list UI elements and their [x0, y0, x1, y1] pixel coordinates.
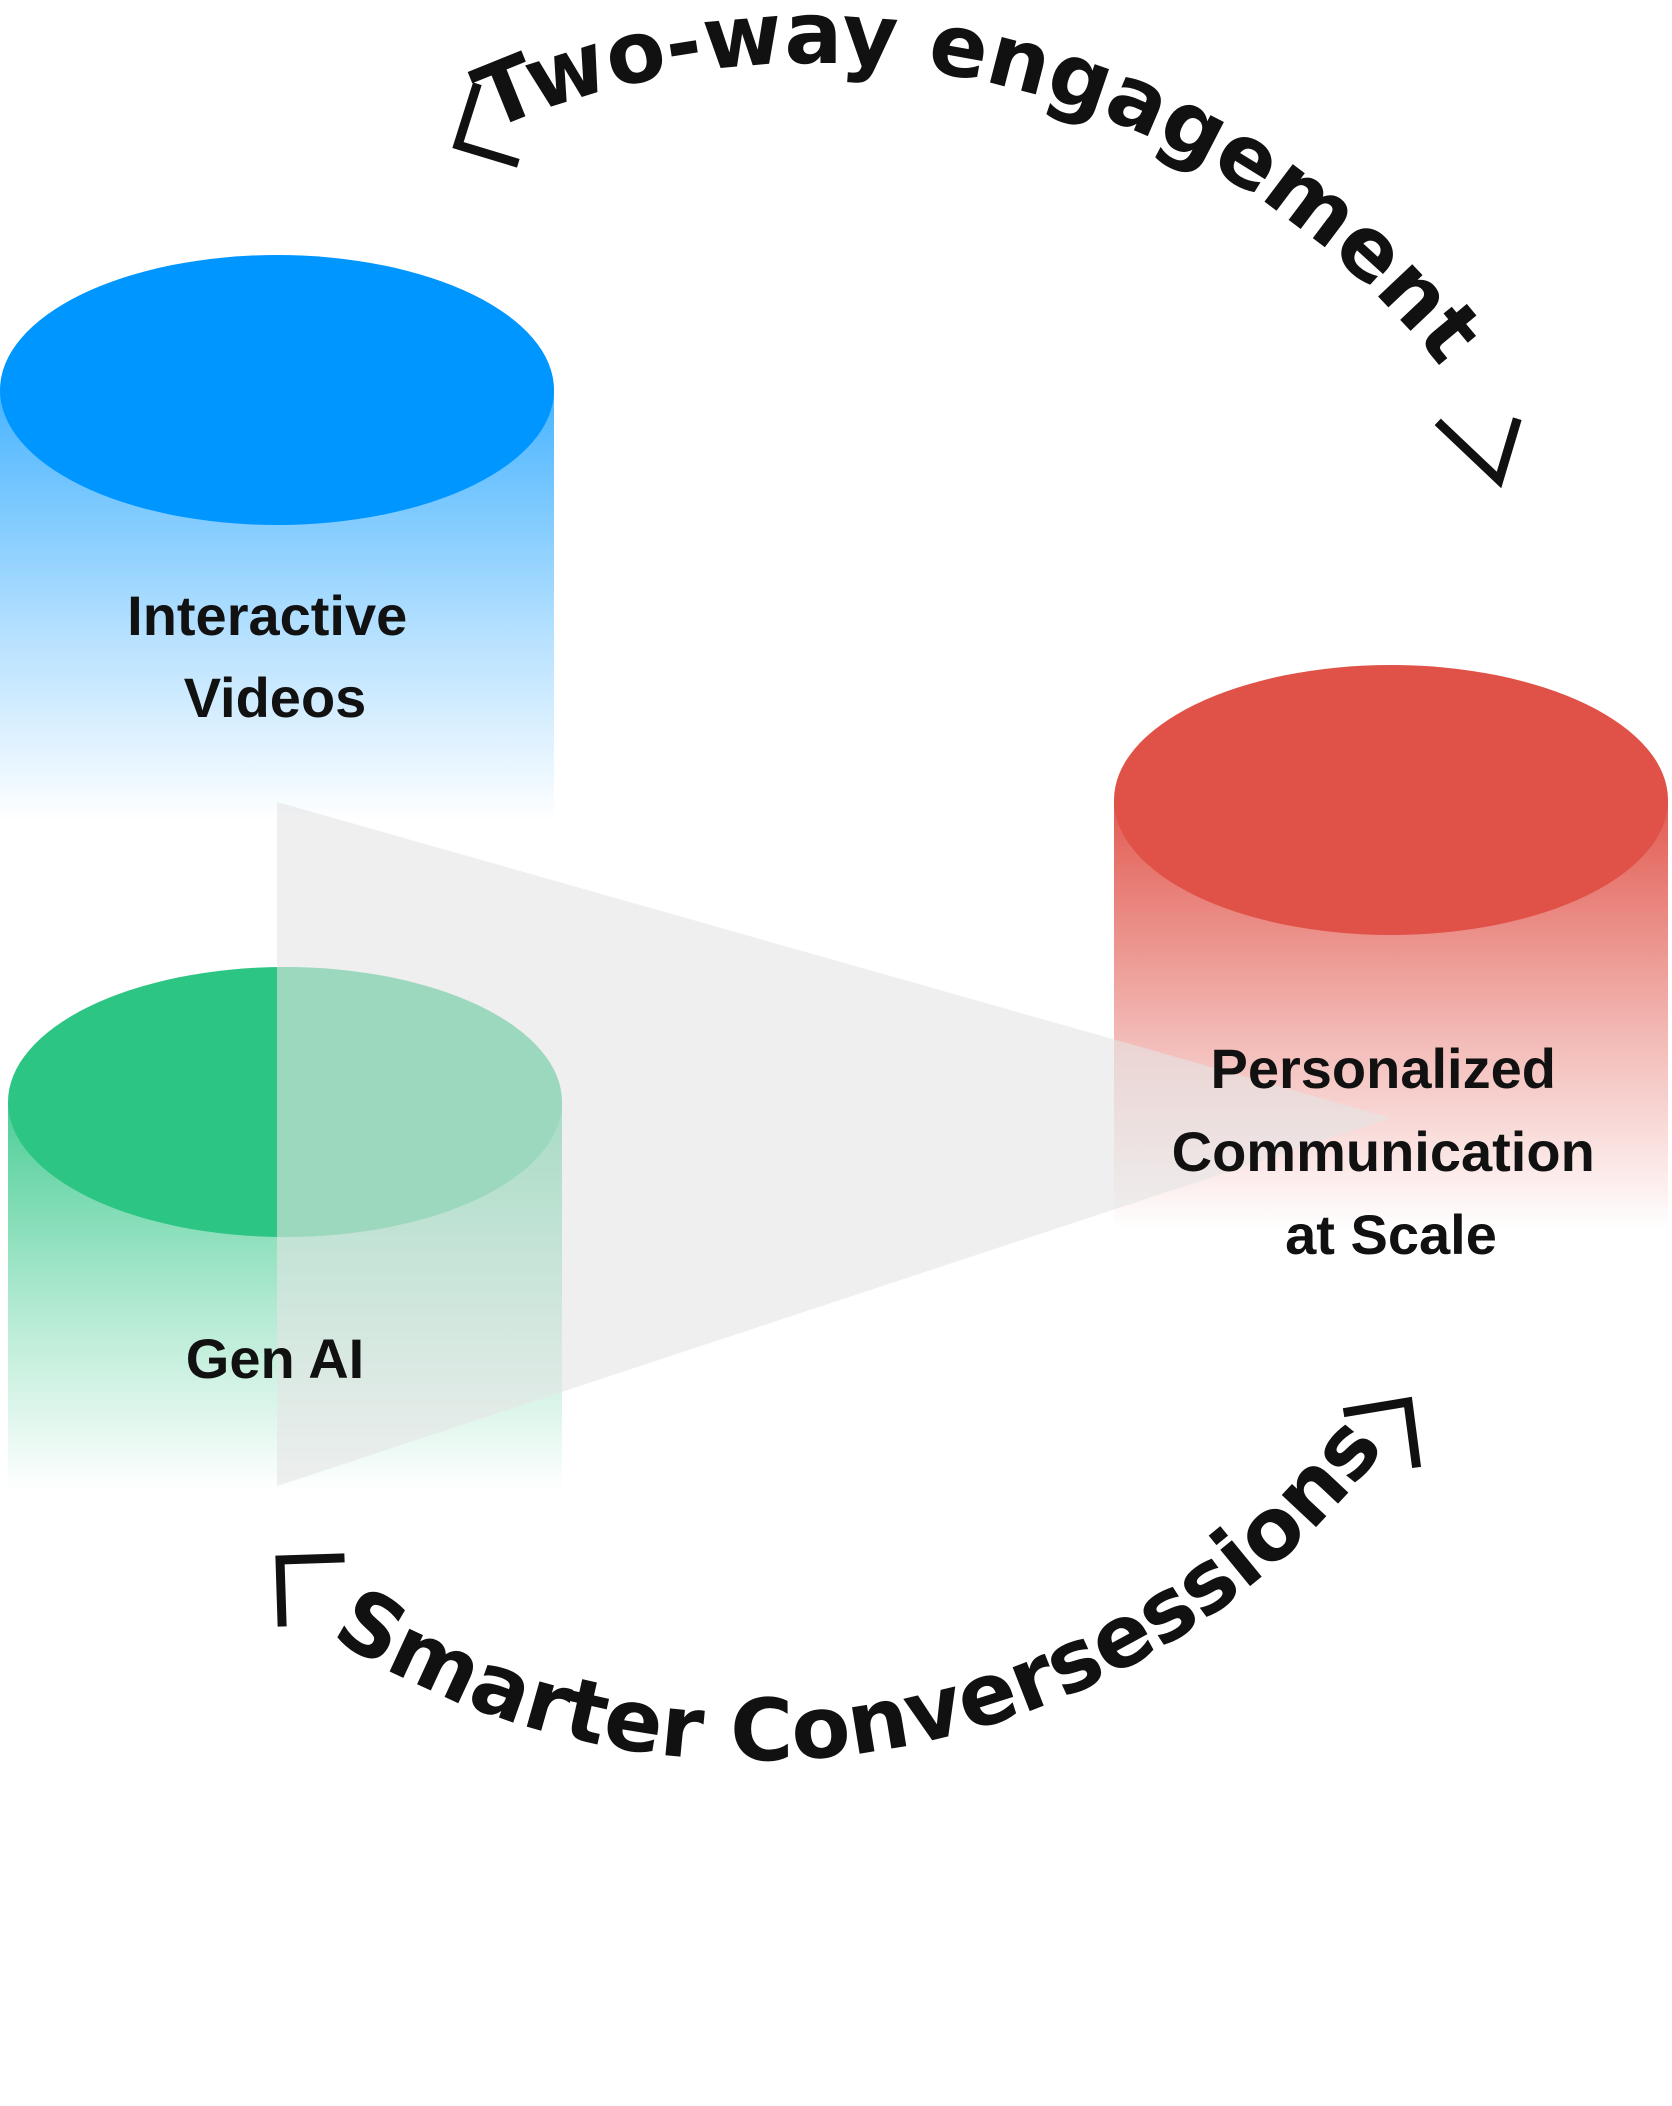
label-personalized-line-1: Personalized	[1210, 1037, 1555, 1100]
funnel-shape	[277, 802, 1391, 1486]
label-personalized-line-3: at Scale	[1285, 1203, 1497, 1266]
label-personalized: Personalized Communication at Scale	[1172, 1037, 1611, 1266]
top-arc-text-path: Two-way engagement	[461, 0, 1502, 381]
top-arc-text: Two-way engagement	[461, 0, 1502, 381]
cylinder-interactive-videos-top	[0, 255, 554, 525]
top-arc: Two-way engagement	[452, 0, 1522, 489]
cylinder-personalized-top	[1114, 665, 1668, 935]
label-gen-ai: Gen AI	[186, 1327, 364, 1390]
label-interactive-videos-line-1: Interactive	[127, 584, 407, 647]
label-gen-ai-line-1: Gen AI	[186, 1327, 364, 1390]
cylinder-interactive-videos	[0, 255, 554, 822]
top-arc-bracket-close	[1434, 417, 1522, 489]
bottom-arc-bracket-close	[1342, 1396, 1422, 1469]
label-interactive-videos-line-2: Videos	[184, 666, 367, 729]
label-interactive-videos: Interactive Videos	[127, 584, 423, 729]
label-personalized-line-2: Communication	[1172, 1120, 1595, 1183]
bottom-arc-bracket-open	[275, 1553, 345, 1627]
top-arc-bracket-open	[452, 82, 520, 168]
